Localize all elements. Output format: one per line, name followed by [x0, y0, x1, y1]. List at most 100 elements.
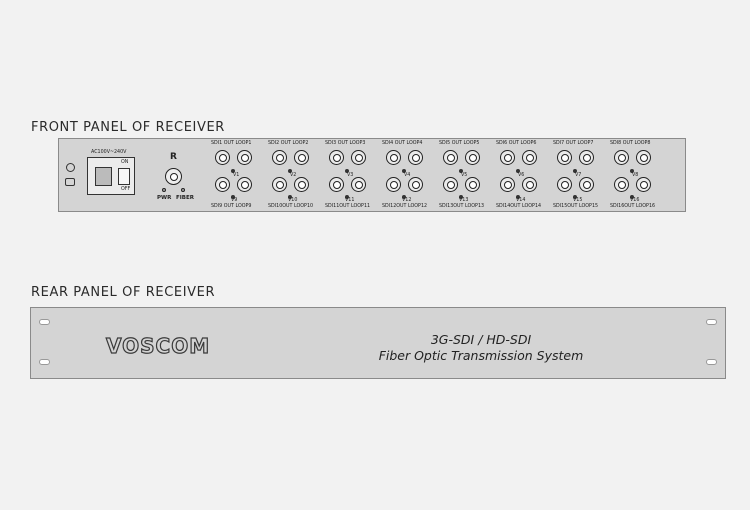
power-switch[interactable] — [118, 168, 130, 185]
rear-panel-title: REAR PANEL OF RECEIVER — [31, 285, 216, 300]
bnc-out-connector[interactable] — [272, 177, 287, 192]
bnc-loop-connector[interactable] — [522, 177, 537, 192]
channel-video-bottom: V10 — [288, 198, 298, 203]
bnc-loop-connector[interactable] — [408, 177, 423, 192]
product-line-2: Fiber Optic Transmission System — [378, 348, 584, 363]
channel-status-led — [459, 169, 463, 173]
channel-video-bottom: V13 — [459, 198, 469, 203]
channel-bottom-label: SDI14OUT LOOP14 — [496, 204, 542, 209]
switch-off-label: OFF — [121, 187, 131, 192]
bnc-loop-connector[interactable] — [237, 177, 252, 192]
ground-screw-icon — [66, 163, 75, 172]
channel-top-label: SDI8 OUT LOOP8 — [610, 141, 651, 146]
channel-top-label: SDI4 OUT LOOP4 — [382, 141, 423, 146]
bnc-out-connector[interactable] — [557, 177, 572, 192]
channel-video-top: V4 — [404, 173, 411, 178]
bnc-out-connector[interactable] — [386, 177, 401, 192]
fiber-port[interactable] — [165, 168, 182, 185]
bnc-loop-connector[interactable] — [465, 177, 480, 192]
rack-mount-hole — [706, 359, 717, 365]
channel-status-led — [288, 195, 292, 199]
switch-on-label: ON — [121, 160, 129, 165]
bnc-loop-connector[interactable] — [237, 150, 252, 165]
channel-status-led — [402, 195, 406, 199]
channel-top-label: SDI1 OUT LOOP1 — [211, 141, 252, 146]
bnc-out-connector[interactable] — [272, 150, 287, 165]
channel-status-led — [573, 195, 577, 199]
rack-mount-hole — [706, 319, 717, 325]
channel-video-top: V1 — [233, 173, 240, 178]
bnc-out-connector[interactable] — [215, 177, 230, 192]
bnc-loop-connector[interactable] — [522, 150, 537, 165]
rack-mount-hole — [39, 359, 50, 365]
channel-video-bottom: V9 — [231, 198, 238, 203]
channel-video-bottom: V11 — [345, 198, 355, 203]
bnc-out-connector[interactable] — [500, 177, 515, 192]
receiver-mark: R — [170, 152, 177, 162]
rear-panel: VOSCOM 3G-SDI / HD-SDI Fiber Optic Trans… — [30, 307, 726, 379]
bnc-loop-connector[interactable] — [351, 150, 366, 165]
channel-video-bottom: V14 — [516, 198, 526, 203]
bnc-loop-connector[interactable] — [636, 150, 651, 165]
bnc-out-connector[interactable] — [614, 177, 629, 192]
bnc-out-connector[interactable] — [329, 150, 344, 165]
channel-video-bottom: V12 — [402, 198, 412, 203]
channel-top-label: SDI7 OUT LOOP7 — [553, 141, 594, 146]
channel-status-led — [402, 169, 406, 173]
channel-status-led — [345, 169, 349, 173]
bnc-out-connector[interactable] — [329, 177, 344, 192]
bnc-loop-connector[interactable] — [294, 177, 309, 192]
channel-status-led — [630, 195, 634, 199]
front-panel: AC100V~240V ON OFF R PWR FIBER SDI1 OUT … — [58, 138, 686, 212]
channel-bottom-label: SDI12OUT LOOP12 — [382, 204, 428, 209]
channel-status-led — [516, 195, 520, 199]
channel-video-top: V6 — [518, 173, 525, 178]
bnc-loop-connector[interactable] — [636, 177, 651, 192]
channel-status-led — [231, 169, 235, 173]
product-line-1: 3G-SDI / HD-SDI — [430, 332, 532, 347]
power-rating-label: AC100V~240V — [91, 150, 127, 155]
bnc-loop-connector[interactable] — [294, 150, 309, 165]
bnc-loop-connector[interactable] — [465, 150, 480, 165]
pwr-label: PWR — [157, 195, 172, 201]
channel-status-led — [459, 195, 463, 199]
fiber-label: FIBER — [176, 195, 194, 201]
channel-top-label: SDI2 OUT LOOP2 — [268, 141, 309, 146]
channel-video-top: V2 — [290, 173, 297, 178]
bnc-loop-connector[interactable] — [351, 177, 366, 192]
channel-bottom-label: SDI15OUT LOOP15 — [553, 204, 599, 209]
channel-bottom-label: SDI9 OUT LOOP9 — [211, 204, 252, 209]
channel-status-led — [573, 169, 577, 173]
channel-video-top: V8 — [632, 173, 639, 178]
channel-status-led — [630, 169, 634, 173]
channel-status-led — [345, 195, 349, 199]
channel-video-bottom: V16 — [630, 198, 640, 203]
channel-video-top: V3 — [347, 173, 354, 178]
channel-video-top: V5 — [461, 173, 468, 178]
channel-status-led — [288, 169, 292, 173]
bnc-out-connector[interactable] — [443, 177, 458, 192]
bnc-out-connector[interactable] — [443, 150, 458, 165]
bnc-out-connector[interactable] — [557, 150, 572, 165]
pwr-led — [162, 188, 166, 192]
channel-status-led — [516, 169, 520, 173]
bnc-loop-connector[interactable] — [579, 150, 594, 165]
fiber-led — [181, 188, 185, 192]
bnc-loop-connector[interactable] — [408, 150, 423, 165]
channel-top-label: SDI6 OUT LOOP6 — [496, 141, 537, 146]
channel-bottom-label: SDI16OUT LOOP16 — [610, 204, 656, 209]
channel-top-label: SDI3 OUT LOOP3 — [325, 141, 366, 146]
bnc-out-connector[interactable] — [614, 150, 629, 165]
channel-top-label: SDI5 OUT LOOP5 — [439, 141, 480, 146]
channel-bottom-label: SDI10OUT LOOP10 — [268, 204, 314, 209]
bnc-out-connector[interactable] — [215, 150, 230, 165]
channel-video-top: V7 — [575, 173, 582, 178]
channel-bottom-label: SDI13OUT LOOP13 — [439, 204, 485, 209]
bnc-out-connector[interactable] — [386, 150, 401, 165]
channel-status-led — [231, 195, 235, 199]
bnc-loop-connector[interactable] — [579, 177, 594, 192]
fuse-holder-icon — [65, 178, 75, 186]
bnc-out-connector[interactable] — [500, 150, 515, 165]
channel-video-bottom: V15 — [573, 198, 583, 203]
rack-mount-hole — [39, 319, 50, 325]
